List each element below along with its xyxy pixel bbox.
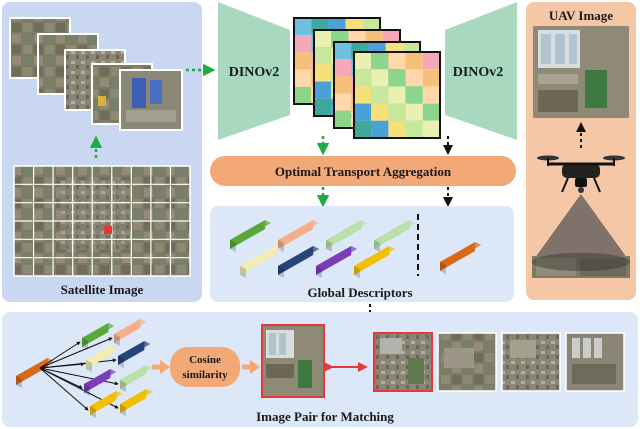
similarity-edge-6 — [39, 367, 119, 386]
dinov2-left-label: DINOv2 — [229, 65, 280, 80]
similarity-edge-1 — [39, 341, 81, 369]
arrow-to-cosine-head — [160, 360, 170, 374]
descriptor-bar-5 — [240, 246, 282, 278]
satellite-grid-image — [13, 165, 191, 277]
dinov2-encoder-right — [445, 2, 517, 140]
global-descriptor-bars — [230, 220, 482, 278]
descriptor-similarity-fan — [16, 319, 153, 418]
drone-icon — [537, 155, 625, 193]
similarity-edge-4 — [39, 358, 117, 369]
candidate-descriptor-bar-5 — [84, 369, 117, 396]
candidate-descriptor-bar-8 — [120, 389, 153, 416]
descriptor-bar-8 — [354, 246, 396, 278]
descriptor-bar-7 — [316, 246, 358, 278]
image-pair-label: Image Pair for Matching — [256, 409, 394, 424]
ota-label: Optimal Transport Aggregation — [275, 164, 452, 179]
descriptor-bar-2 — [278, 220, 320, 252]
global-descriptors-panel — [210, 206, 514, 302]
cosine-similarity-block — [170, 347, 240, 387]
candidate-descriptor-bar-1 — [82, 323, 115, 350]
cosine-label-line2: similarity — [182, 369, 228, 381]
cosine-label-line1: Cosine — [189, 354, 221, 366]
feature-map-4 — [353, 51, 441, 139]
arrow-from-cosine-head — [250, 360, 260, 374]
similarity-edge-7 — [39, 367, 89, 411]
candidate-descriptor-bar-2 — [114, 319, 147, 346]
candidate-descriptor-bar-7 — [90, 391, 123, 418]
candidate-descriptor-bar-4 — [118, 341, 151, 368]
descriptor-bar-6 — [278, 246, 320, 278]
uav-ground-footprint — [532, 253, 630, 278]
dinov2-encoder-left — [218, 2, 290, 140]
descriptor-bar-4 — [374, 220, 416, 252]
uav-image-label: UAV Image — [549, 8, 613, 23]
candidate-descriptor-bar-6 — [120, 365, 153, 392]
uav-photo — [533, 26, 629, 118]
global-descriptors-label: Global Descriptors — [307, 285, 412, 300]
descriptor-bar-9 — [440, 242, 482, 274]
candidate-satellite-tiles — [373, 332, 625, 392]
query-descriptor-bar — [16, 358, 54, 388]
camera-view-cone — [532, 194, 630, 262]
descriptor-bar-1 — [230, 220, 272, 252]
feature-map-stack — [293, 17, 441, 139]
candidate-descriptor-bar-3 — [86, 345, 119, 372]
similarity-edge-2 — [39, 337, 113, 369]
dinov2-right-label: DINOv2 — [453, 65, 504, 80]
matched-uav-thumbnail — [261, 324, 325, 398]
satellite-tile-stack — [9, 17, 183, 131]
satellite-image-label: Satellite Image — [61, 282, 144, 297]
descriptor-bar-3 — [326, 220, 368, 252]
optimal-transport-aggregation-block — [210, 156, 516, 186]
